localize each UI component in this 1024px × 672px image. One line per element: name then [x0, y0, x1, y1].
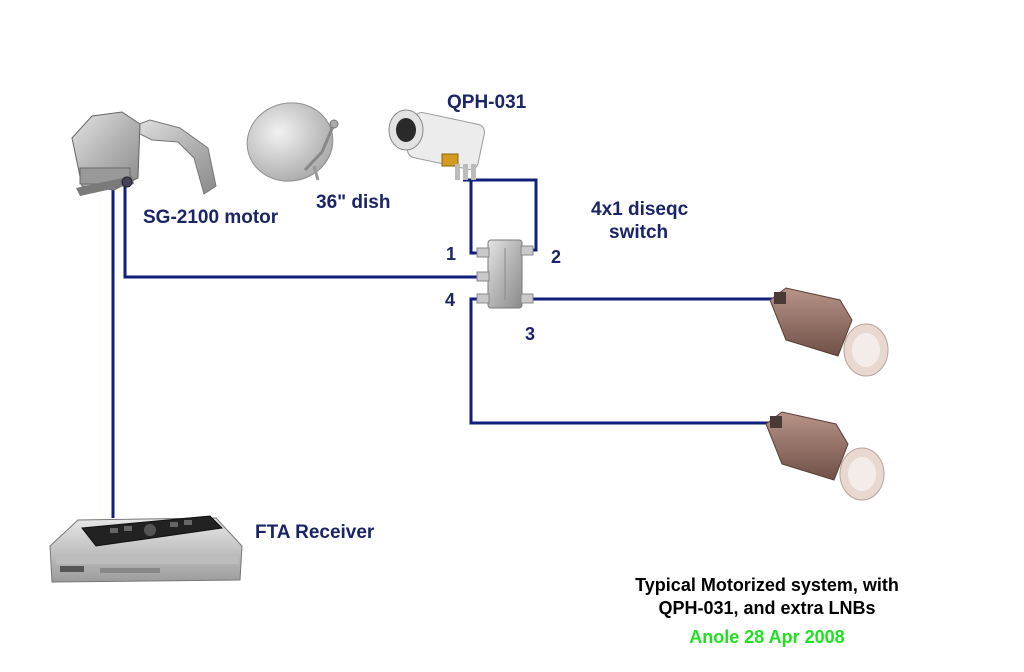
qph-031-lnb-icon [388, 109, 486, 180]
credit-line: Anole 28 Apr 2008 [689, 627, 845, 647]
caption-line-2: QPH-031, and extra LNBs [658, 598, 876, 618]
dish-label: 36" dish [316, 192, 391, 213]
dish-icon [246, 102, 339, 182]
port-3-label: 3 [525, 324, 536, 344]
qph-031-label: QPH-031 [447, 92, 527, 113]
port-2-label: 2 [551, 247, 562, 267]
receiver-label: FTA Receiver [255, 522, 375, 543]
lnb-icon [765, 411, 885, 501]
cable-qph-port1 [469, 180, 484, 255]
caption-line-1: Typical Motorized system, with [635, 575, 899, 595]
diseqc-switch-icon [476, 239, 534, 309]
port-1-label: 1 [446, 244, 457, 264]
switch-label-line2: switch [609, 222, 669, 243]
remote-control-icon [81, 515, 224, 547]
cables [111, 178, 780, 518]
motor-label: SG-2100 motor [143, 207, 279, 228]
lnb-icon [769, 287, 889, 377]
cable-motor-to-switch [123, 180, 484, 279]
motor-icon [71, 111, 217, 196]
switch-label-line1: 4x1 diseqc [591, 199, 689, 220]
cable-port4-to-lnb [469, 297, 776, 425]
port-4-label: 4 [445, 290, 456, 310]
